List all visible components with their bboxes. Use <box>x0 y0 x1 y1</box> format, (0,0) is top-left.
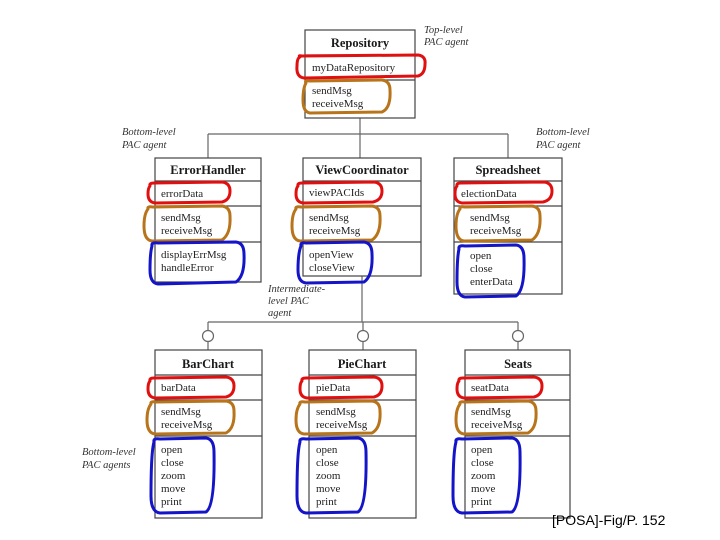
agent-spreadsheet: Spreadsheet electionData sendMsg receive… <box>453 157 563 295</box>
note-top-level-line1: Top-level <box>424 25 463 36</box>
highlight-viewcoordinator-msgs <box>290 204 382 243</box>
figure-citation: [POSA]-Fig/P. 152 <box>552 512 666 528</box>
errorhandler-op-1: displayErrMsg <box>161 249 227 261</box>
agent-repository: Repository myDataRepository sendMsg rece… <box>304 29 416 119</box>
errorhandler-msg-receive: receiveMsg <box>161 225 213 237</box>
errorhandler-data: errorData <box>161 188 203 200</box>
highlight-errorhandler-msgs <box>142 204 232 243</box>
note-bottom-agents-line1: Bottom-level <box>82 447 136 458</box>
highlight-spreadsheet-ops <box>455 243 526 299</box>
note-bottom-agents-line2: PAC agents <box>81 460 131 471</box>
highlight-barchart-data <box>146 375 236 400</box>
note-bottom-right-line1: Bottom-level <box>536 127 590 138</box>
viewcoordinator-title: ViewCoordinator <box>315 163 409 177</box>
seats-op-5: print <box>471 496 492 508</box>
highlight-seats-ops <box>451 436 522 515</box>
spreadsheet-msg-receive: receiveMsg <box>470 225 522 237</box>
connector-knob-seats <box>511 329 525 343</box>
piechart-op-5: print <box>316 496 337 508</box>
highlight-repository-data <box>295 53 427 80</box>
highlight-viewcoordinator-ops <box>296 240 374 285</box>
seats-title: Seats <box>504 357 532 371</box>
barchart-op-3: zoom <box>161 470 186 482</box>
seats-msg-send: sendMsg <box>471 406 511 418</box>
agent-view-coordinator: ViewCoordinator viewPACIds sendMsg recei… <box>302 157 422 277</box>
piechart-msg-send: sendMsg <box>316 406 356 418</box>
seats-op-3: zoom <box>471 470 496 482</box>
spreadsheet-op-2: close <box>470 263 493 275</box>
errorhandler-title: ErrorHandler <box>170 163 246 177</box>
barchart-op-4: move <box>161 483 186 495</box>
barchart-msg-receive: receiveMsg <box>161 419 213 431</box>
barchart-msg-send: sendMsg <box>161 406 201 418</box>
piechart-title: PieChart <box>338 357 387 371</box>
repository-title: Repository <box>331 36 390 50</box>
note-intermediate-line2: level PAC <box>268 296 310 307</box>
piechart-op-2: close <box>316 457 339 469</box>
highlight-piechart-msgs <box>294 399 382 436</box>
spreadsheet-data: electionData <box>461 188 517 200</box>
annotations: Top-level PAC agent Bottom-level PAC age… <box>81 25 590 471</box>
barchart-op-1: open <box>161 444 183 456</box>
seats-op-1: open <box>471 444 493 456</box>
spreadsheet-msg-send: sendMsg <box>470 212 510 224</box>
note-top-level-line2: PAC agent <box>423 37 470 48</box>
repository-box <box>304 29 416 119</box>
highlight-piechart-data <box>298 375 384 400</box>
seats-data: seatData <box>471 382 509 394</box>
seats-op-2: close <box>471 457 494 469</box>
connector-knob-barchart <box>201 329 215 343</box>
barchart-title: BarChart <box>182 357 235 371</box>
piechart-msg-receive: receiveMsg <box>316 419 368 431</box>
piechart-op-1: open <box>316 444 338 456</box>
repository-msg-receive: receiveMsg <box>312 98 364 110</box>
piechart-op-4: move <box>316 483 341 495</box>
note-bottom-right-line2: PAC agent <box>535 140 582 151</box>
note-bottom-left-line1: Bottom-level <box>122 127 176 138</box>
piechart-data: pieData <box>316 382 350 394</box>
connectors <box>201 118 525 350</box>
viewcoordinator-data: viewPACIds <box>309 187 364 199</box>
viewcoordinator-op-1: openView <box>309 249 354 261</box>
note-intermediate-line3: agent <box>268 308 292 319</box>
highlight-seats-data <box>455 375 544 400</box>
barchart-data: barData <box>161 382 196 394</box>
spreadsheet-title: Spreadsheet <box>475 163 541 177</box>
connector-knob-piechart <box>356 329 370 343</box>
highlights <box>142 53 554 515</box>
highlight-errorhandler-ops <box>148 240 246 286</box>
note-bottom-left-line2: PAC agent <box>121 140 168 151</box>
repository-msg-send: sendMsg <box>312 85 352 97</box>
repository-data: myDataRepository <box>312 62 396 74</box>
highlight-seats-msgs <box>454 399 538 436</box>
highlight-piechart-ops <box>295 436 368 515</box>
seats-msg-receive: receiveMsg <box>471 419 523 431</box>
viewcoordinator-msg-receive: receiveMsg <box>309 225 361 237</box>
errorhandler-msg-send: sendMsg <box>161 212 201 224</box>
highlight-spreadsheet-msgs <box>454 204 542 243</box>
piechart-op-3: zoom <box>316 470 341 482</box>
highlight-viewcoordinator-data <box>294 180 384 205</box>
errorhandler-op-2: handleError <box>161 262 214 274</box>
highlight-errorhandler-data <box>146 180 232 205</box>
barchart-op-5: print <box>161 496 182 508</box>
note-intermediate-line1: Intermediate- <box>267 284 326 295</box>
viewcoordinator-box <box>302 157 422 277</box>
viewcoordinator-msg-send: sendMsg <box>309 212 349 224</box>
highlight-spreadsheet-data <box>453 180 554 205</box>
viewcoordinator-op-2: closeView <box>309 262 355 274</box>
seats-op-4: move <box>471 483 496 495</box>
highlight-barchart-msgs <box>145 399 236 436</box>
highlight-barchart-ops <box>149 436 216 515</box>
spreadsheet-op-3: enterData <box>470 276 513 288</box>
spreadsheet-op-1: open <box>470 250 492 262</box>
barchart-op-2: close <box>161 457 184 469</box>
highlight-repository-msgs <box>301 78 392 115</box>
